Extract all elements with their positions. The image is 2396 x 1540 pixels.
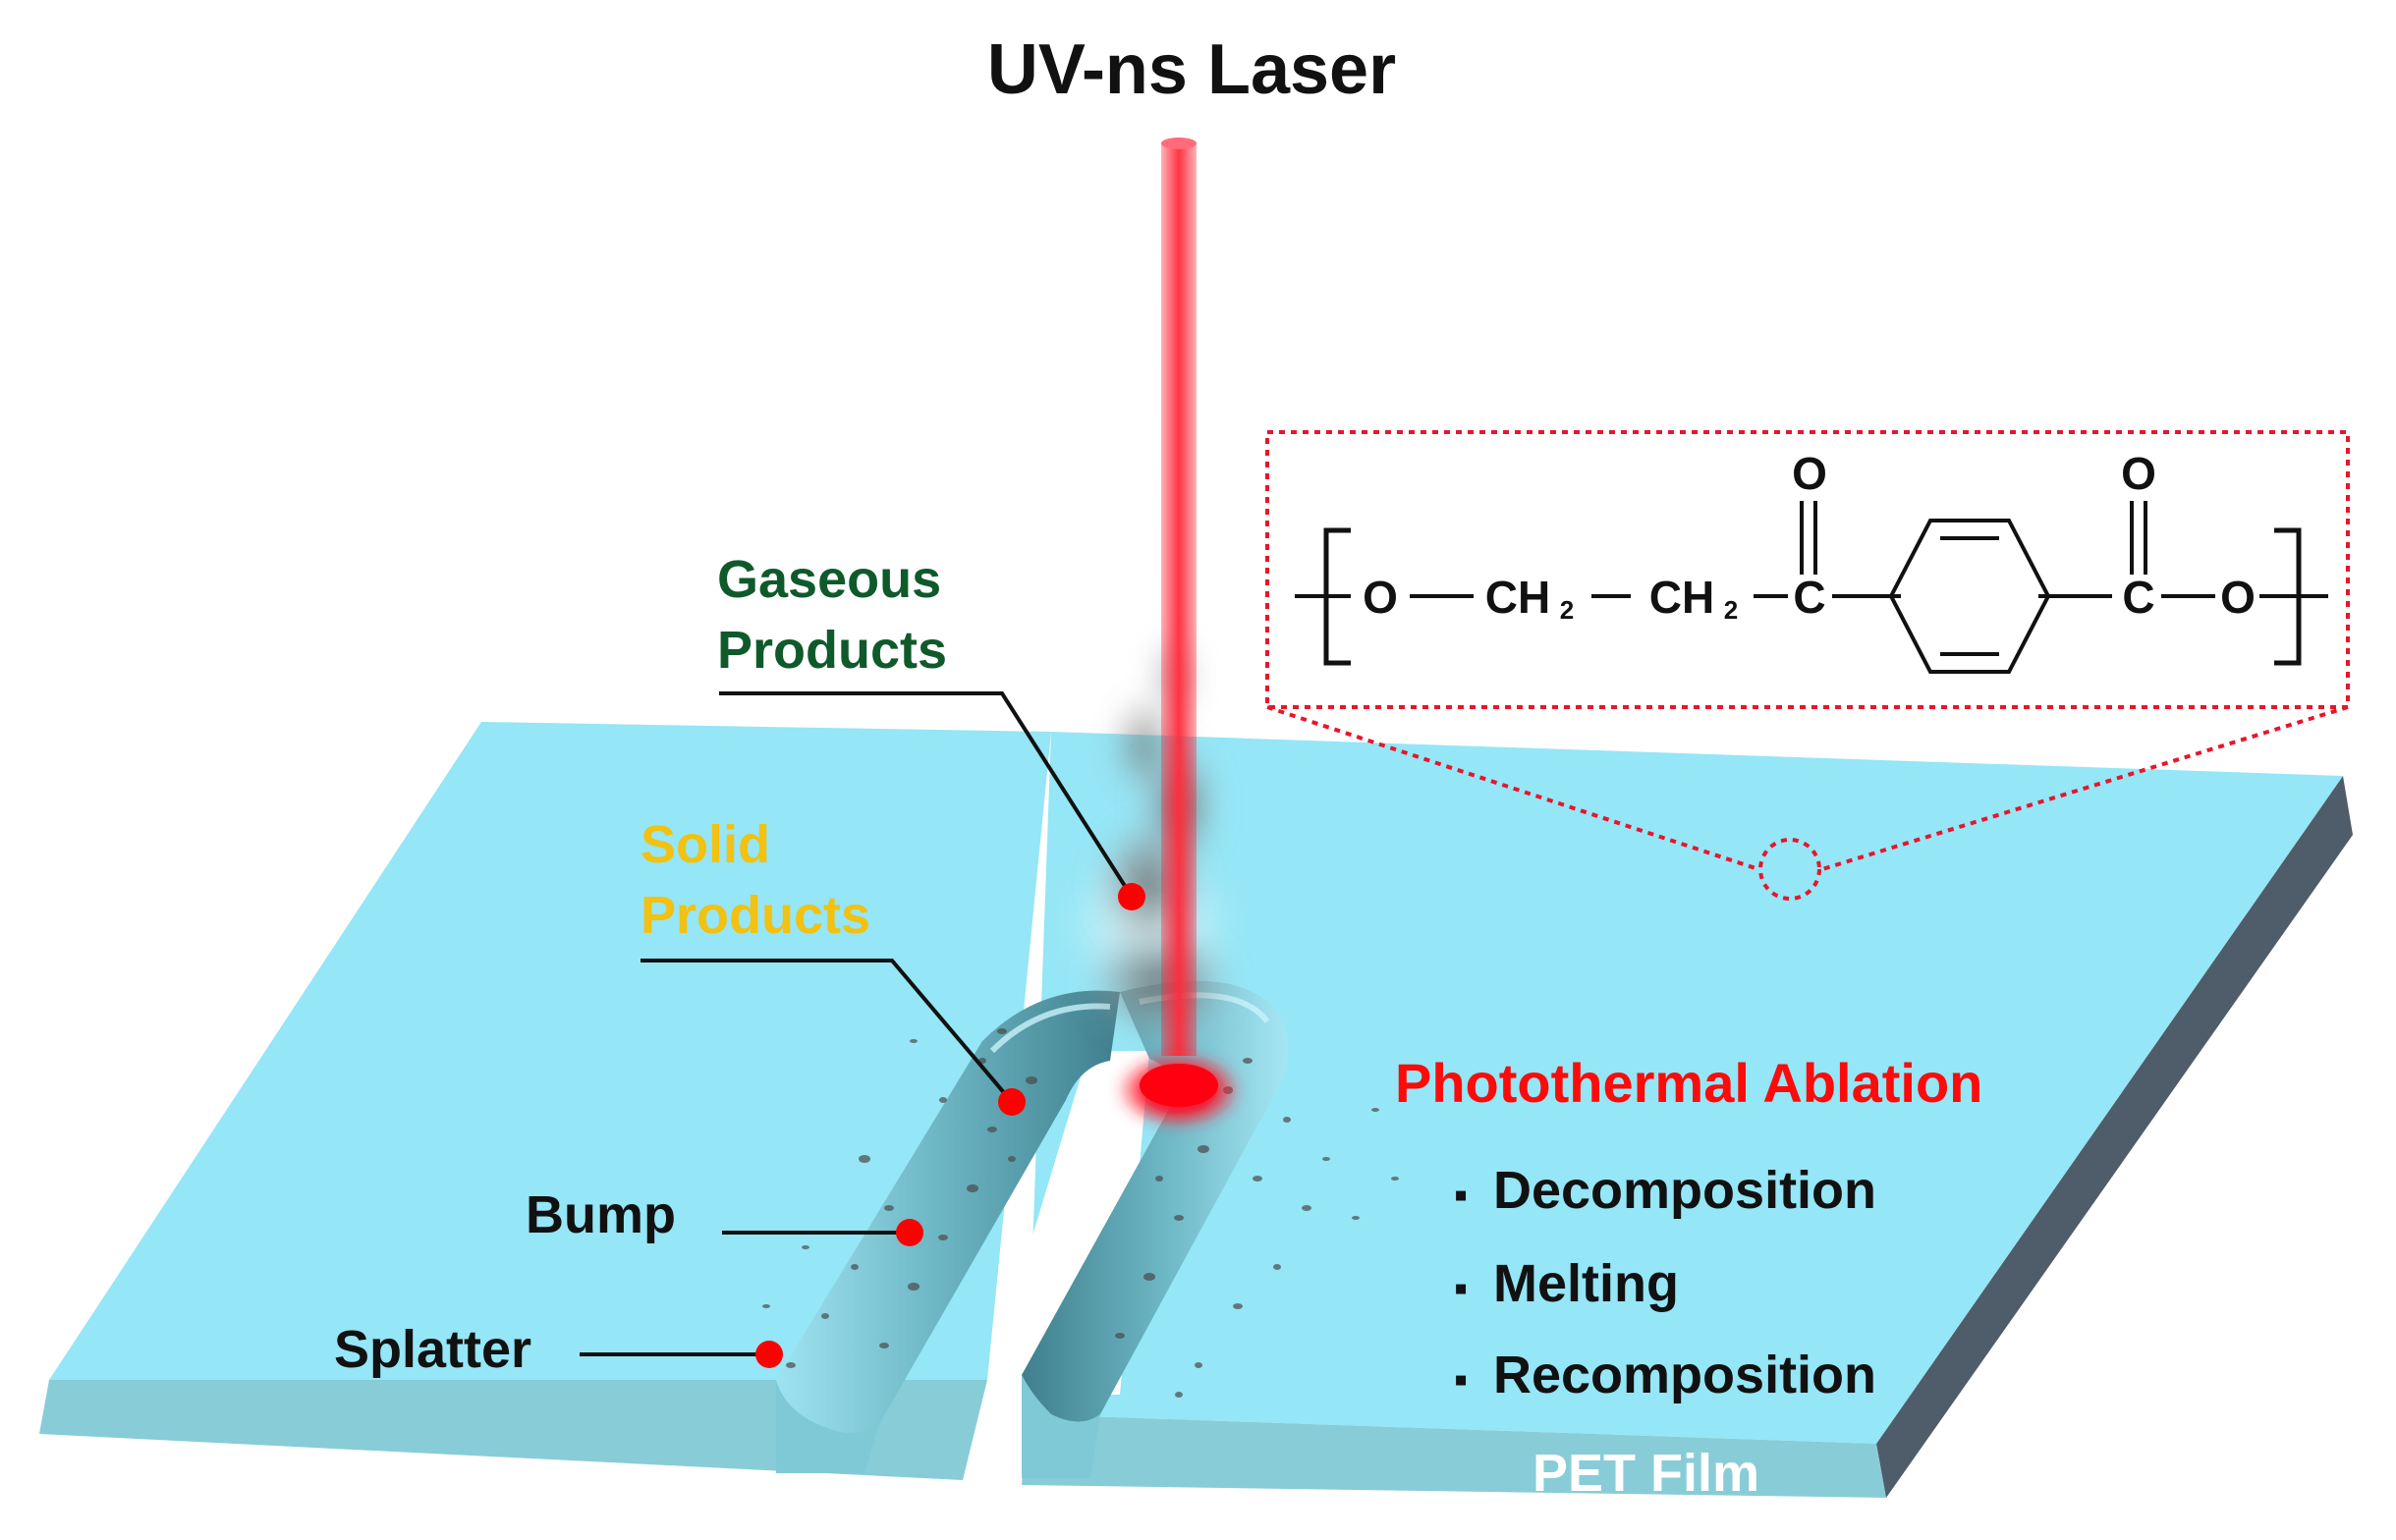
bump-label-text: Bump	[526, 1185, 676, 1244]
photothermal-ablation-panel: Photothermal Ablation ▪ Decomposition ▪ …	[1395, 1052, 1982, 1404]
diagram-title: UV-ns Laser	[987, 30, 1396, 109]
callout-zoom-circle	[1758, 838, 1821, 901]
film-right-top-face	[1027, 732, 2343, 1444]
atom-o-top-left: O	[1792, 448, 1827, 499]
bump-ridge-left	[776, 990, 1120, 1433]
splatter-marker	[755, 1341, 783, 1368]
laser-spot	[1140, 1064, 1218, 1107]
atom-o-left: O	[1363, 572, 1398, 623]
solid-leader-line	[641, 959, 1014, 1104]
subscript-2-a: 2	[1560, 595, 1574, 625]
ablation-bullet-1: ▪	[1454, 1174, 1468, 1217]
ablation-heading: Photothermal Ablation	[1395, 1052, 1982, 1114]
ridge-end-cap-left	[776, 1380, 879, 1473]
film-right-side-face	[1876, 776, 2353, 1498]
atom-c-right: C	[2122, 572, 2154, 623]
atom-c-left: C	[1793, 572, 1825, 623]
atom-o-top-right: O	[2121, 448, 2156, 499]
pet-film-label: PET Film	[1532, 1444, 1759, 1503]
film-left-top-face	[49, 722, 1051, 1380]
solid-label-line2: Products	[641, 886, 870, 945]
gaseous-label-line1: Gaseous	[717, 550, 941, 609]
benzene-ring	[1888, 519, 2051, 674]
film-left-front-edge	[39, 1380, 987, 1480]
pet-film	[39, 722, 2353, 1498]
splatter-dots	[762, 1028, 1399, 1398]
group-ch2-b: CH	[1649, 572, 1714, 623]
laser-beam	[1115, 138, 1243, 1129]
bump-marker	[896, 1219, 923, 1246]
group-ch2-a: CH	[1485, 572, 1550, 623]
structure-box	[1265, 430, 2350, 709]
ablation-bullet-3: ▪	[1454, 1358, 1468, 1402]
splatter-label-text: Splatter	[334, 1320, 531, 1379]
ridge-end-cap-right	[1022, 1375, 1100, 1478]
ablation-item-decomposition: Decomposition	[1493, 1161, 1876, 1220]
gaseous-leader-line	[719, 691, 1134, 899]
splatter-label: Splatter	[334, 1320, 783, 1379]
ablation-bullet-2: ▪	[1454, 1267, 1468, 1310]
atom-o-right: O	[2220, 572, 2256, 623]
film-right-front-edge	[1022, 1414, 1886, 1498]
ablation-item-melting: Melting	[1493, 1254, 1679, 1313]
gaseous-marker	[1118, 883, 1145, 910]
callout-line-left	[1266, 705, 1759, 871]
subscript-2-b: 2	[1724, 595, 1738, 625]
solid-products-label: Solid Products	[641, 815, 1026, 1116]
solid-label-line1: Solid	[641, 815, 770, 874]
pet-structure-callout: O CH 2 CH 2 C O C O O	[1265, 430, 2350, 901]
solid-marker	[998, 1088, 1026, 1116]
callout-line-right	[1821, 705, 2349, 871]
bump-label: Bump	[526, 1185, 923, 1246]
gaseous-products-label: Gaseous Products	[717, 550, 1145, 910]
gaseous-label-line2: Products	[717, 621, 947, 680]
ablation-item-recomposition: Recomposition	[1493, 1346, 1876, 1404]
